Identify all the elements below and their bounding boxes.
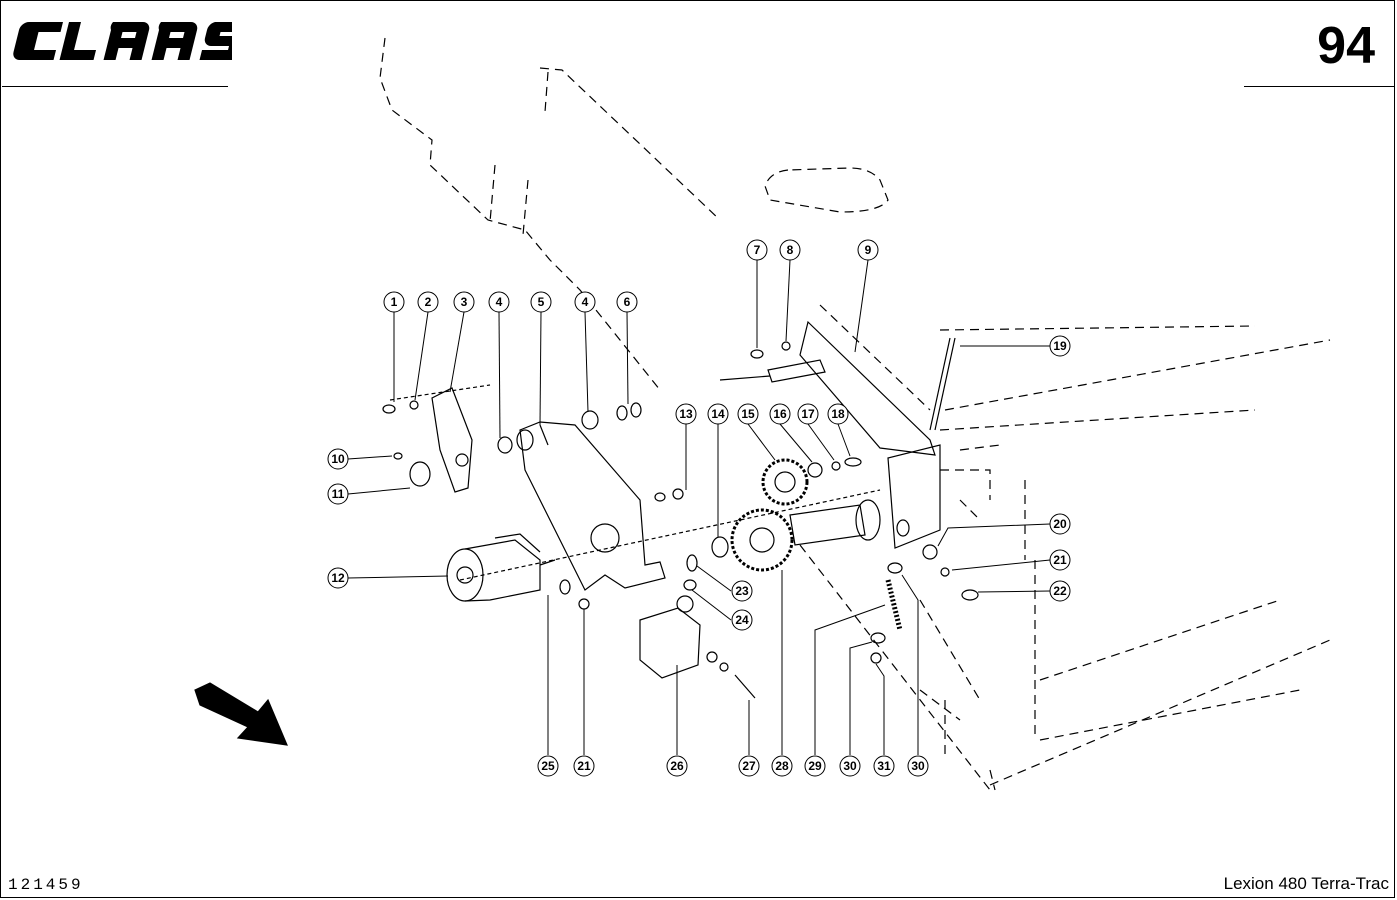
svg-text:6: 6 bbox=[624, 295, 631, 309]
svg-text:28: 28 bbox=[775, 759, 789, 773]
hydraulic-motor bbox=[446, 533, 556, 602]
svg-text:4: 4 bbox=[582, 295, 589, 309]
svg-text:25: 25 bbox=[541, 759, 555, 773]
svg-text:19: 19 bbox=[1053, 339, 1067, 353]
callout-2: 2 bbox=[417, 291, 439, 313]
callout-10: 10 bbox=[327, 448, 349, 470]
callout-14: 14 bbox=[707, 403, 729, 425]
callout-15: 15 bbox=[737, 403, 759, 425]
svg-text:21: 21 bbox=[577, 759, 591, 773]
svg-text:4: 4 bbox=[496, 295, 503, 309]
machine-outline bbox=[379, 37, 1331, 791]
callout-30: 30 bbox=[839, 755, 861, 777]
header-rule-right bbox=[1244, 86, 1394, 87]
callout-1: 1 bbox=[383, 291, 405, 313]
sprocket-large bbox=[730, 508, 794, 572]
svg-text:30: 30 bbox=[843, 759, 857, 773]
callout-29: 29 bbox=[804, 755, 826, 777]
callout-4b: 4 bbox=[574, 291, 596, 313]
callout-28: 28 bbox=[771, 755, 793, 777]
callout-19: 19 bbox=[1049, 335, 1071, 357]
svg-text:16: 16 bbox=[773, 407, 787, 421]
callout-24: 24 bbox=[731, 609, 753, 631]
callout-6: 6 bbox=[616, 291, 638, 313]
svg-text:27: 27 bbox=[742, 759, 756, 773]
svg-text:20: 20 bbox=[1053, 517, 1067, 531]
callout-11: 11 bbox=[327, 483, 349, 505]
callout-16: 16 bbox=[769, 403, 791, 425]
leader-lines bbox=[347, 259, 1051, 755]
callout-25: 25 bbox=[537, 755, 559, 777]
callout-22: 22 bbox=[1049, 580, 1071, 602]
svg-text:12: 12 bbox=[331, 571, 345, 585]
direction-arrow bbox=[194, 682, 288, 746]
callout-26: 26 bbox=[666, 755, 688, 777]
svg-text:29: 29 bbox=[808, 759, 822, 773]
svg-text:8: 8 bbox=[787, 243, 794, 257]
model-name: Lexion 480 Terra-Trac bbox=[1223, 874, 1389, 893]
svg-text:24: 24 bbox=[735, 613, 749, 627]
callout-12: 12 bbox=[327, 567, 349, 589]
svg-text:7: 7 bbox=[754, 243, 761, 257]
svg-text:31: 31 bbox=[877, 759, 891, 773]
svg-text:18: 18 bbox=[831, 407, 845, 421]
svg-text:11: 11 bbox=[332, 487, 345, 501]
svg-text:23: 23 bbox=[735, 584, 749, 598]
svg-text:21: 21 bbox=[1053, 553, 1067, 567]
callout-13: 13 bbox=[675, 403, 697, 425]
callout-7: 7 bbox=[746, 239, 768, 261]
callout-9: 9 bbox=[857, 239, 879, 261]
svg-text:15: 15 bbox=[741, 407, 755, 421]
svg-text:30: 30 bbox=[911, 759, 925, 773]
svg-text:10: 10 bbox=[331, 452, 345, 466]
drawing-id: 121459 bbox=[8, 876, 84, 894]
svg-text:13: 13 bbox=[679, 407, 693, 421]
svg-text:3: 3 bbox=[461, 295, 468, 309]
sprocket-small bbox=[761, 458, 809, 506]
callout-27: 27 bbox=[738, 755, 760, 777]
callout-3: 3 bbox=[453, 291, 475, 313]
svg-text:5: 5 bbox=[538, 295, 545, 309]
callout-31: 31 bbox=[873, 755, 895, 777]
callout-17: 17 bbox=[797, 403, 819, 425]
callout-18: 18 bbox=[827, 403, 849, 425]
svg-text:1: 1 bbox=[391, 295, 398, 309]
callout-21b: 21 bbox=[573, 755, 595, 777]
svg-text:9: 9 bbox=[865, 243, 872, 257]
callout-20: 20 bbox=[1049, 513, 1071, 535]
callout-30b: 30 bbox=[907, 755, 929, 777]
svg-text:26: 26 bbox=[670, 759, 684, 773]
svg-text:2: 2 bbox=[425, 295, 432, 309]
callout-23: 23 bbox=[731, 580, 753, 602]
callout-4: 4 bbox=[488, 291, 510, 313]
callout-list: 1 2 3 4 5 4 6 7 8 9 10 11 12 13 14 15 16… bbox=[327, 239, 1071, 777]
page-number: 94 bbox=[1317, 17, 1375, 75]
svg-text:17: 17 bbox=[801, 407, 815, 421]
svg-text:14: 14 bbox=[711, 407, 725, 421]
svg-text:22: 22 bbox=[1053, 584, 1067, 598]
callout-8: 8 bbox=[779, 239, 801, 261]
header-rule-left bbox=[2, 86, 228, 87]
callout-21: 21 bbox=[1049, 549, 1071, 571]
callout-5: 5 bbox=[530, 291, 552, 313]
